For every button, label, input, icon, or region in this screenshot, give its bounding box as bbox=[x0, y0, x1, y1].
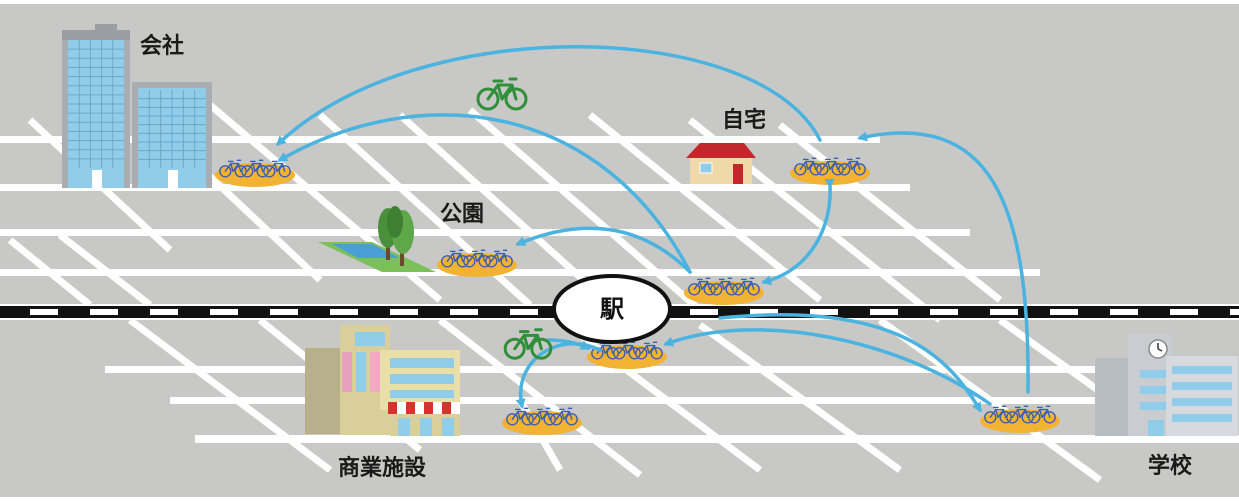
bicycle-icon bbox=[485, 249, 513, 268]
bicycle-icon bbox=[241, 159, 269, 178]
shopping-building-icon bbox=[305, 325, 460, 436]
parking-station bbox=[684, 277, 764, 305]
bicycle-icon bbox=[984, 405, 1012, 424]
bicycle-icon bbox=[732, 277, 760, 296]
bicycle-icon bbox=[816, 157, 844, 176]
parking-school bbox=[980, 405, 1060, 433]
bicycle-icon bbox=[263, 159, 291, 178]
bicycle-icon bbox=[1028, 405, 1056, 424]
route-station-to-park bbox=[515, 226, 692, 274]
parking-commercial bbox=[502, 407, 582, 435]
horizontal-streets bbox=[0, 136, 1239, 443]
bicycle-icon bbox=[219, 159, 247, 178]
bicycle-icon bbox=[1006, 405, 1034, 424]
bicycle-icon bbox=[838, 157, 866, 176]
label-school: 学校 bbox=[1148, 454, 1193, 479]
school-building-icon bbox=[1095, 334, 1238, 436]
bicycle-icon bbox=[688, 277, 716, 296]
bicycle-icon bbox=[506, 407, 534, 426]
bicycle-icon bbox=[476, 77, 528, 111]
label-home: 自宅 bbox=[722, 108, 767, 133]
house-icon bbox=[686, 143, 756, 184]
label-office: 会社 bbox=[140, 34, 185, 59]
bicycle-icon bbox=[613, 341, 641, 360]
bicycle-icon bbox=[463, 249, 491, 268]
route-school-to-home bbox=[857, 131, 1030, 394]
bicycle-icon bbox=[441, 249, 469, 268]
office-building-icon bbox=[62, 24, 212, 188]
bicycle-icon bbox=[528, 407, 556, 426]
bicycle-icon bbox=[710, 277, 738, 296]
route-home-to-office bbox=[275, 45, 822, 147]
route-arrows bbox=[275, 45, 1030, 413]
bicycle-icon bbox=[635, 341, 663, 360]
bicycle-icon bbox=[794, 157, 822, 176]
parking-office bbox=[215, 159, 295, 187]
route-station-bike-loop bbox=[546, 338, 591, 350]
bicycle-icon bbox=[550, 407, 578, 426]
route-home-station bbox=[761, 178, 835, 286]
label-station: 駅 bbox=[600, 295, 624, 323]
label-park: 公園 bbox=[440, 202, 485, 227]
route-station-to-office bbox=[277, 113, 692, 274]
station-icon bbox=[552, 274, 672, 344]
bicycle-icon bbox=[503, 328, 553, 360]
park-icon bbox=[318, 206, 436, 272]
parking-park bbox=[437, 249, 517, 277]
label-commercial: 商業施設 bbox=[338, 456, 427, 481]
route-commercial-to-station bbox=[663, 328, 992, 406]
